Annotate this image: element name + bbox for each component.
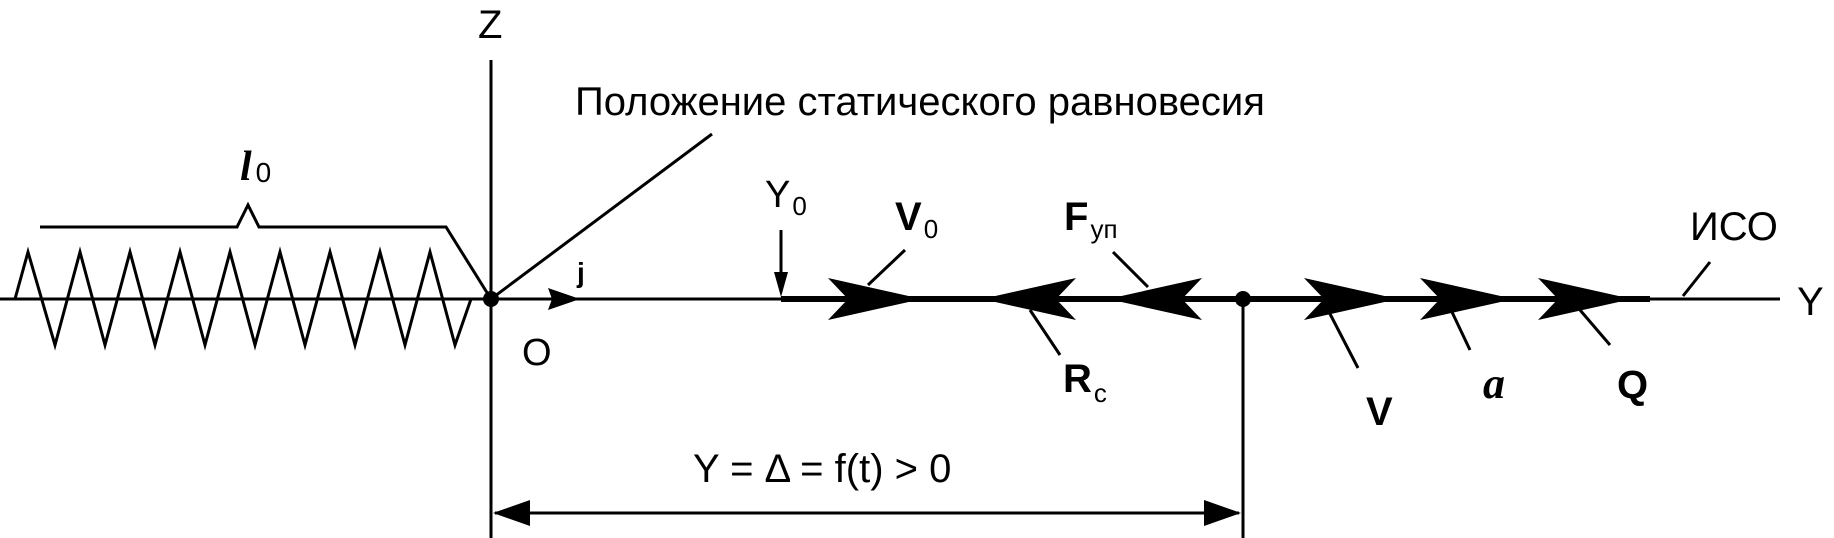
v0-leader	[866, 248, 907, 287]
a-arrowhead	[1420, 278, 1514, 320]
fyp-label: Fуп	[1064, 195, 1118, 244]
origin-label: O	[522, 332, 552, 374]
y-axis-label: Y	[1797, 280, 1824, 324]
v0-arrowhead	[828, 278, 922, 320]
static-equilibrium-label: Положение статического равновесия	[575, 80, 1265, 124]
rc-arrowhead	[982, 278, 1076, 320]
iso-leader	[1681, 261, 1712, 297]
rc-label: Rc	[1063, 357, 1107, 408]
rc-leader	[1028, 309, 1062, 356]
displacement-label: Y = Δ = f(t) > 0	[693, 447, 951, 491]
unit-vector-j-label: j	[576, 257, 585, 288]
l0-bracket	[40, 201, 493, 300]
q-leader	[1578, 309, 1612, 346]
fyp-leader	[1111, 250, 1150, 289]
q-arrowhead	[1538, 278, 1632, 320]
displacement-left-head	[493, 500, 530, 526]
a-leader	[1450, 311, 1472, 351]
spring	[13, 246, 473, 351]
v0-label: V0	[895, 195, 938, 244]
displacement-right-head	[1204, 500, 1241, 526]
v-leader	[1326, 309, 1360, 369]
z-axis-label: Z	[478, 3, 502, 47]
v-label: V	[1366, 390, 1393, 434]
equilibrium-leader	[490, 132, 713, 301]
unit-vector-j-head	[548, 288, 580, 310]
fyp-arrowhead	[1108, 278, 1202, 320]
y0-marker-head	[774, 272, 788, 297]
q-label: Q	[1617, 363, 1648, 407]
a-label: a	[1483, 359, 1505, 408]
iso-label: ИСО	[1690, 205, 1778, 249]
y0-label: Y0	[765, 174, 807, 221]
v-arrowhead	[1304, 278, 1398, 320]
